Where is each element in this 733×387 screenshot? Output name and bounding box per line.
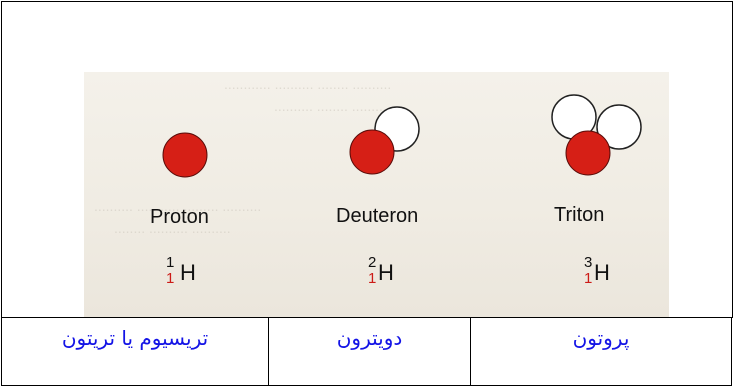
triton-label: Triton: [554, 204, 605, 226]
bleed-through-text: .......... ........ ...........: [274, 98, 395, 114]
triton-symbol: 3 1 H: [584, 254, 624, 294]
bleed-through-text: .......... ........... ......... .......…: [94, 198, 262, 214]
mass-number: 2: [368, 254, 377, 271]
mass-number: 3: [584, 254, 593, 271]
deuteron-label: Deuteron: [336, 205, 419, 227]
persian-labels-table: تریسیوم یا تریتون دویترون پروتون: [1, 317, 732, 386]
table-cell-deuteron: دویترون: [268, 317, 471, 386]
proton-label: Proton: [150, 206, 209, 228]
bleed-through-text: ........ .......... ..........: [114, 220, 231, 236]
deuteron-symbol: 2 1 H: [368, 254, 408, 294]
deuteron-proton: [349, 129, 395, 175]
atomic-number: 1: [368, 270, 377, 287]
nuclei-diagram: [162, 94, 642, 178]
proton-nucleus: [162, 132, 208, 178]
element-symbol: H: [180, 260, 196, 285]
atomic-number: 1: [584, 270, 593, 287]
table-cell-triton: تریسیوم یا تریتون: [1, 317, 269, 386]
element-symbol: H: [378, 260, 394, 285]
atomic-number: 1: [166, 270, 175, 287]
bleed-through-text: ............ .......... ........ .......…: [224, 76, 392, 92]
mass-number: 1: [166, 254, 175, 271]
table-row: تریسیوم یا تریتون دویترون پروتون: [1, 317, 732, 386]
table-cell-proton: پروتون: [470, 317, 732, 386]
proton-symbol: 1 1 H: [166, 254, 206, 294]
triton-neutron-right: [596, 104, 642, 150]
element-symbol: H: [594, 260, 610, 285]
triton-proton: [565, 130, 611, 176]
